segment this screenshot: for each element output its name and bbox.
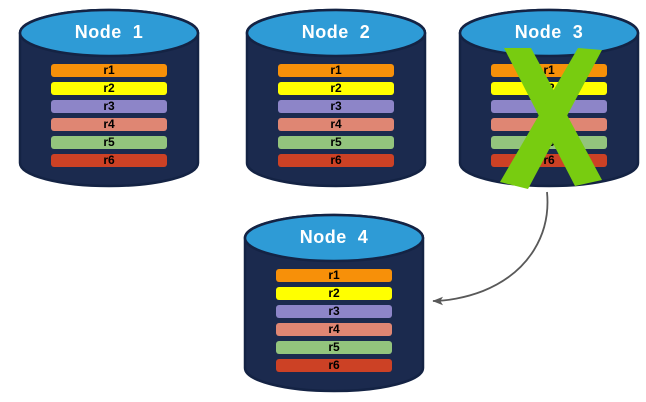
node-1-row-r1-label: r1 xyxy=(103,64,115,77)
node-1-top-ellipse xyxy=(18,8,200,58)
node-4-row-r6-label: r6 xyxy=(328,359,340,372)
node-1-row-r6-label: r6 xyxy=(103,154,115,167)
node-1-row-r4[interactable]: r4 xyxy=(51,118,167,131)
node-1-row-r2[interactable]: r2 xyxy=(51,82,167,95)
node-4-rows: r1 r2 r3 r4 r5 r6 xyxy=(243,269,425,377)
node-2-row-r6[interactable]: r6 xyxy=(278,154,394,167)
node-1-row-r3[interactable]: r3 xyxy=(51,100,167,113)
node-2-row-r1-label: r1 xyxy=(330,64,342,77)
node-1-row-r4-label: r4 xyxy=(103,118,115,131)
node-2-row-r3-label: r3 xyxy=(330,100,342,113)
node-1-row-r5[interactable]: r5 xyxy=(51,136,167,149)
failover-arrow-path xyxy=(432,191,549,306)
node-4-top-ellipse xyxy=(243,213,425,263)
node-4-row-r2[interactable]: r2 xyxy=(276,287,392,300)
node-1-row-r3-label: r3 xyxy=(103,100,115,113)
node-2-row-r4[interactable]: r4 xyxy=(278,118,394,131)
node-4-row-r5-label: r5 xyxy=(328,341,340,354)
node-4-row-r4-label: r4 xyxy=(328,323,340,336)
node-4-row-r3[interactable]: r3 xyxy=(276,305,392,318)
node-4-row-r2-label: r2 xyxy=(328,287,340,300)
node-2-row-r4-label: r4 xyxy=(330,118,342,131)
node-4-row-r4[interactable]: r4 xyxy=(276,323,392,336)
node-1-row-r5-label: r5 xyxy=(103,136,115,149)
node-1-rows: r1 r2 r3 r4 r5 r6 xyxy=(18,64,200,172)
node-2-row-r2-label: r2 xyxy=(330,82,342,95)
node-4-row-r6[interactable]: r6 xyxy=(276,359,392,372)
node-2-row-r5-label: r5 xyxy=(330,136,342,149)
node-2-row-r3[interactable]: r3 xyxy=(278,100,394,113)
node-4-row-r1-label: r1 xyxy=(328,269,340,282)
node-1-row-r6[interactable]: r6 xyxy=(51,154,167,167)
node-4-row-r5[interactable]: r5 xyxy=(276,341,392,354)
node-1-row-r2-label: r2 xyxy=(103,82,115,95)
node-2-row-r2[interactable]: r2 xyxy=(278,82,394,95)
node-2-top-ellipse xyxy=(245,8,427,58)
node-1-row-r1[interactable]: r1 xyxy=(51,64,167,77)
node-2-rows: r1 r2 r3 r4 r5 r6 xyxy=(245,64,427,172)
node-4-row-r3-label: r3 xyxy=(328,305,340,318)
node-2-row-r6-label: r6 xyxy=(330,154,342,167)
node-4-row-r1[interactable]: r1 xyxy=(276,269,392,282)
node-2-row-r5[interactable]: r5 xyxy=(278,136,394,149)
node-2-row-r1[interactable]: r1 xyxy=(278,64,394,77)
